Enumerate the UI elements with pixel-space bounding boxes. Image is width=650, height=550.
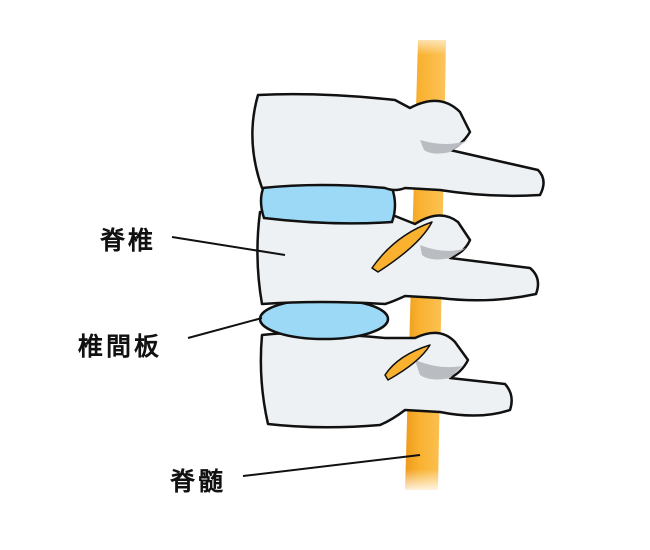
intervertebral-disc-lower: [258, 297, 390, 341]
leader-line-vertebra: [171, 236, 286, 256]
label-spinal-cord: 脊髄: [170, 467, 227, 496]
label-intervertebral-disc: 椎間板: [78, 332, 163, 361]
vertebra-middle: [256, 208, 540, 306]
vertebra-top: [251, 92, 545, 198]
vertebra-bottom: [259, 331, 513, 429]
leader-line-spinal-cord: [242, 454, 421, 477]
leader-line-disc: [187, 317, 263, 339]
label-vertebra: 脊椎: [100, 226, 157, 255]
